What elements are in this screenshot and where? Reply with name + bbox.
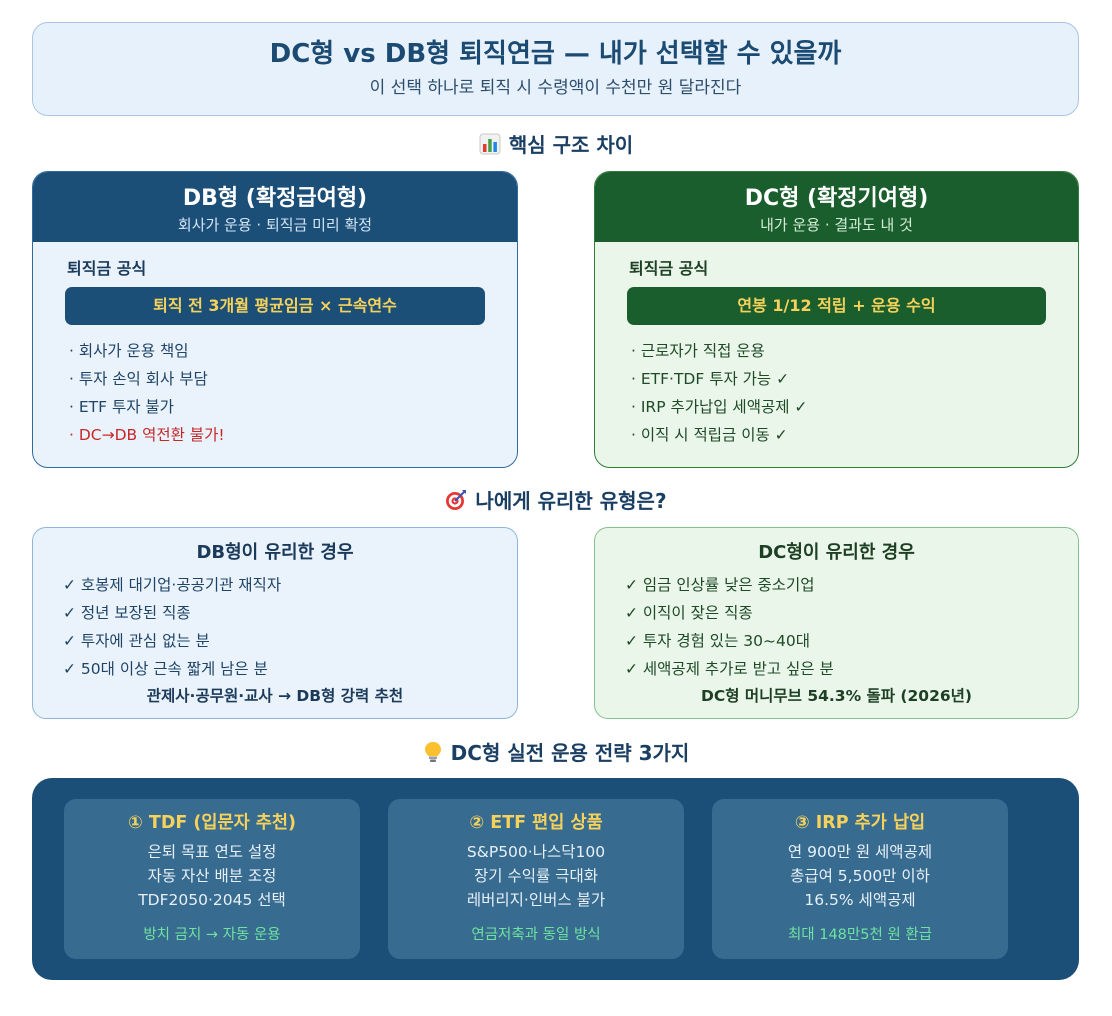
list-item: · 근로자가 직접 운용 (631, 342, 765, 360)
list-item-warning: · DC→DB 역전환 불가! (69, 426, 225, 444)
dc-bullet-list: · 근로자가 직접 운용 · ETF·TDF 투자 가능 ✓ · IRP 추가납… (631, 337, 1078, 449)
strategy-line: TDF2050·2045 선택 (138, 891, 286, 909)
list-item: ✓ 투자 경험 있는 30~40대 (625, 632, 810, 650)
strategy-line: 총급여 5,500만 이하 (790, 867, 930, 885)
strategy-line: 장기 수익률 극대화 (474, 867, 598, 885)
list-item: · 이직 시 적립금 이동 ✓ (631, 426, 788, 444)
strategy-footer: 방치 금지 → 자동 운용 (143, 927, 281, 943)
dc-card: DC형 (확정기여형) 내가 운용 · 결과도 내 것 퇴직금 공식 연봉 1/… (594, 171, 1079, 468)
strategy-title: ① TDF (입문자 추천) (127, 813, 296, 833)
db-card-subtitle: 회사가 운용 · 퇴직금 미리 확정 (177, 216, 373, 234)
list-item: · ETF·TDF 투자 가능 ✓ (631, 370, 790, 388)
list-item: ✓ 세액공제 추가로 받고 싶은 분 (625, 660, 834, 678)
list-item: ✓ 이직이 잦은 직종 (625, 604, 753, 622)
dc-fit-list: ✓ 임금 인상률 낮은 중소기업 ✓ 이직이 잦은 직종 ✓ 투자 경험 있는 … (625, 571, 1078, 683)
db-card: DB형 (확정급여형) 회사가 운용 · 퇴직금 미리 확정 퇴직금 공식 퇴직… (32, 171, 518, 468)
list-item: ✓ 투자에 관심 없는 분 (63, 632, 210, 650)
dc-fit-panel: DC형이 유리한 경우 ✓ 임금 인상률 낮은 중소기업 ✓ 이직이 잦은 직종… (594, 527, 1079, 719)
list-item: · 투자 손익 회사 부담 (69, 370, 208, 388)
section-title-fit: 나에게 유리한 유형은? (0, 488, 1112, 517)
strategy-line: 은퇴 목표 연도 설정 (147, 843, 277, 861)
dc-fit-footer: DC형 머니무브 54.3% 돌파 (2026년) (701, 687, 972, 705)
page-title: DC형 vs DB형 퇴직연금 — 내가 선택할 수 있을까 (269, 39, 842, 69)
db-fit-footer: 관제사·공무원·교사 → DB형 강력 추천 (146, 687, 404, 705)
light-bulb-icon (423, 741, 443, 769)
section-label: 핵심 구조 차이 (508, 133, 634, 157)
strategy-line: 자동 자산 배분 조정 (147, 867, 277, 885)
list-item: · ETF 투자 불가 (69, 398, 174, 416)
dc-fit-title: DC형이 유리한 경우 (758, 542, 915, 563)
db-card-header: DB형 (확정급여형) 회사가 운용 · 퇴직금 미리 확정 (33, 172, 517, 242)
db-fit-title: DB형이 유리한 경우 (196, 542, 354, 563)
db-formula-label: 퇴직금 공식 (67, 259, 147, 278)
target-icon (445, 489, 467, 517)
strategy-card-irp: ③ IRP 추가 납입 연 900만 원 세액공제 총급여 5,500만 이하 … (712, 799, 1008, 959)
list-item: ✓ 50대 이상 근속 짧게 남은 분 (63, 660, 268, 678)
dc-card-subtitle: 내가 운용 · 결과도 내 것 (760, 216, 913, 234)
dc-formula: 연봉 1/12 적립 + 운용 수익 (627, 287, 1046, 325)
list-item: ✓ 정년 보장된 직종 (63, 604, 191, 622)
dc-card-header: DC형 (확정기여형) 내가 운용 · 결과도 내 것 (595, 172, 1078, 242)
list-item: ✓ 호봉제 대기업·공공기관 재직자 (63, 576, 282, 594)
strategy-title: ② ETF 편입 상품 (469, 813, 603, 833)
list-item: · 회사가 운용 책임 (69, 342, 189, 360)
strategy-footer: 최대 148만5천 원 환급 (787, 927, 933, 943)
db-fit-list: ✓ 호봉제 대기업·공공기관 재직자 ✓ 정년 보장된 직종 ✓ 투자에 관심 … (63, 571, 517, 683)
dc-formula-label: 퇴직금 공식 (629, 259, 709, 278)
bar-chart-icon (479, 133, 501, 161)
strategy-title: ③ IRP 추가 납입 (794, 813, 926, 833)
strategy-card-etf: ② ETF 편입 상품 S&P500·나스닥100 장기 수익률 극대화 레버리… (388, 799, 684, 959)
page-subtitle: 이 선택 하나로 퇴직 시 수령액이 수천만 원 달라진다 (369, 78, 742, 98)
section-title-strategy: DC형 실전 운용 전략 3가지 (0, 740, 1112, 769)
strategy-line: 연 900만 원 세액공제 (787, 843, 933, 861)
db-formula: 퇴직 전 3개월 평균임금 × 근속연수 (65, 287, 485, 325)
list-item: · IRP 추가납입 세액공제 ✓ (631, 398, 808, 416)
section-label: DC형 실전 운용 전략 3가지 (450, 741, 690, 765)
db-fit-panel: DB형이 유리한 경우 ✓ 호봉제 대기업·공공기관 재직자 ✓ 정년 보장된 … (32, 527, 518, 719)
strategy-line: S&P500·나스닥100 (466, 843, 606, 861)
db-bullet-list: · 회사가 운용 책임 · 투자 손익 회사 부담 · ETF 투자 불가 · … (69, 337, 517, 449)
section-label: 나에게 유리한 유형은? (475, 489, 667, 513)
strategy-line: 16.5% 세액공제 (804, 891, 916, 909)
strategy-panel: ① TDF (입문자 추천) 은퇴 목표 연도 설정 자동 자산 배분 조정 T… (32, 778, 1079, 980)
section-title-structure: 핵심 구조 차이 (0, 132, 1112, 161)
list-item: ✓ 임금 인상률 낮은 중소기업 (625, 576, 815, 594)
dc-card-title: DC형 (확정기여형) (744, 186, 929, 211)
strategy-card-tdf: ① TDF (입문자 추천) 은퇴 목표 연도 설정 자동 자산 배분 조정 T… (64, 799, 360, 959)
db-card-title: DB형 (확정급여형) (182, 186, 368, 211)
strategy-footer: 연금저축과 동일 방식 (471, 927, 601, 943)
page-header: DC형 vs DB형 퇴직연금 — 내가 선택할 수 있을까 이 선택 하나로 … (32, 22, 1079, 116)
strategy-line: 레버리지·인버스 불가 (466, 891, 606, 909)
